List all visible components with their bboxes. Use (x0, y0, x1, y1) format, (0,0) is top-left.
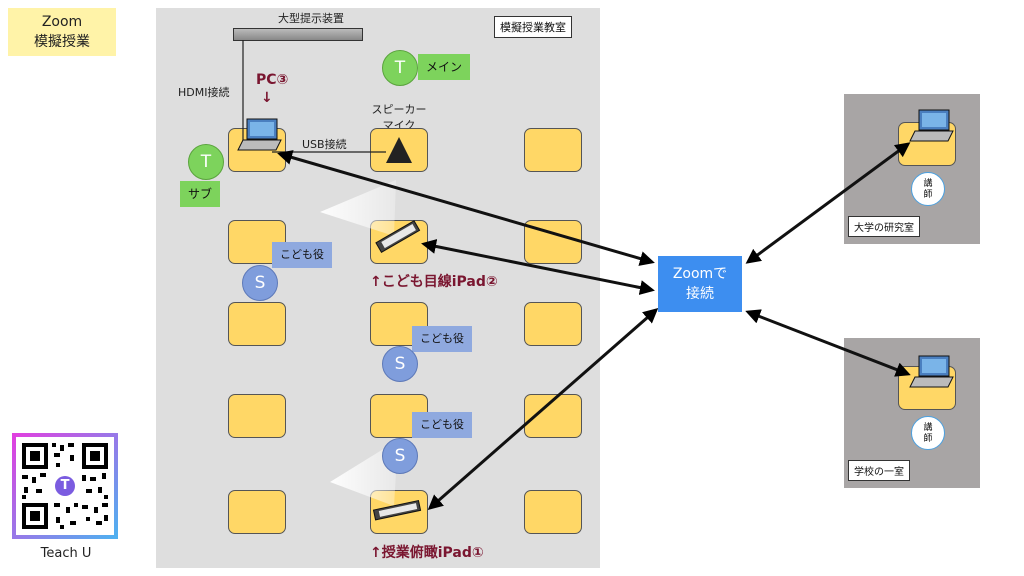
hdmi-label: HDMI接続 (178, 86, 230, 99)
display-device-label: 大型提示装置 (278, 12, 344, 25)
title-box: Zoom 模擬授業 (8, 8, 116, 56)
speaker-icon (386, 137, 412, 163)
student-tag: こども役 (412, 326, 472, 352)
pc-label: PC③ (256, 72, 289, 88)
remote-room-label: 学校の一室 (848, 460, 910, 481)
zoom-line1: Zoomで (672, 266, 728, 282)
desk (228, 302, 286, 346)
teacher-sub-tag: サブ (180, 181, 221, 207)
qr-code-graphic (22, 443, 108, 529)
teacher-main-icon: T (382, 50, 418, 86)
desk (228, 490, 286, 534)
laptop-icon (909, 355, 954, 388)
title-line2: 模擬授業 (34, 34, 90, 50)
arrow-ipad2-zoom (421, 239, 655, 295)
qr-caption: Teach U (40, 546, 92, 561)
ipad1-label: ↑授業俯瞰iPad① (370, 545, 484, 561)
arrow-zoom-university (745, 142, 911, 264)
student-tag: こども役 (272, 242, 332, 268)
laptop-icon (237, 118, 282, 151)
student-icon: S (382, 438, 418, 474)
lecturer-line1: 講 (923, 179, 933, 189)
ipad2-label: ↑こども目線iPad② (370, 274, 498, 290)
display-device (233, 28, 363, 41)
lecturer-badge: 講 師 (911, 416, 945, 450)
zoom-connection-box: Zoomで 接続 (658, 256, 742, 312)
classroom-label: 模擬授業教室 (494, 16, 572, 38)
lecturer-line2: 師 (923, 190, 933, 200)
ipad2-view-beam (320, 180, 396, 236)
laptop-icon (909, 109, 954, 142)
title-line1: Zoom (41, 14, 83, 30)
student-icon: S (242, 265, 278, 301)
desk (228, 394, 286, 438)
teacher-main-tag: メイン (418, 54, 471, 80)
student-icon: S (382, 346, 418, 382)
pc-arrow: ↓ (261, 90, 273, 106)
zoom-line2: 接続 (686, 286, 714, 302)
teacher-sub-icon: T (188, 144, 224, 180)
lecturer-line2: 師 (923, 434, 933, 444)
usb-label: USB接続 (302, 138, 347, 151)
student-tag: こども役 (412, 412, 472, 438)
arrow-zoom-school (745, 309, 911, 377)
speaker-label-line1: スピーカー (371, 103, 427, 116)
arrow-ipad1-zoom (427, 308, 659, 510)
ipad-icon (372, 499, 422, 521)
qr-center-logo: T (60, 478, 70, 493)
qr-code[interactable]: T (12, 433, 118, 539)
lecturer-badge: 講 師 (911, 172, 945, 206)
lecturer-line1: 講 (923, 423, 933, 433)
ipad1-view-beam (330, 440, 398, 506)
